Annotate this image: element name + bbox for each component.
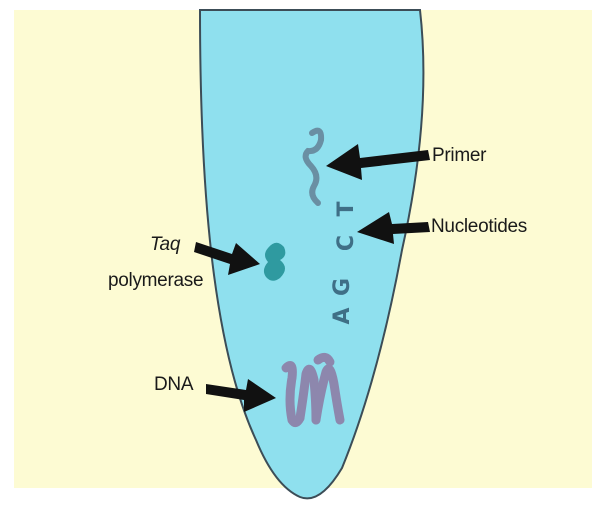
nucleotide-base-c: C <box>336 232 358 254</box>
primer-label: Primer <box>432 145 486 167</box>
taq-label: Taq <box>150 234 180 256</box>
nucleotide-base-t: T <box>336 198 358 220</box>
dna-label: DNA <box>154 374 193 396</box>
polymerase-label: polymerase <box>108 270 203 292</box>
nucleotide-base-g: G <box>332 276 354 298</box>
nucleotide-base-a: A <box>332 305 354 327</box>
nucleotides-label: Nucleotides <box>431 216 527 238</box>
